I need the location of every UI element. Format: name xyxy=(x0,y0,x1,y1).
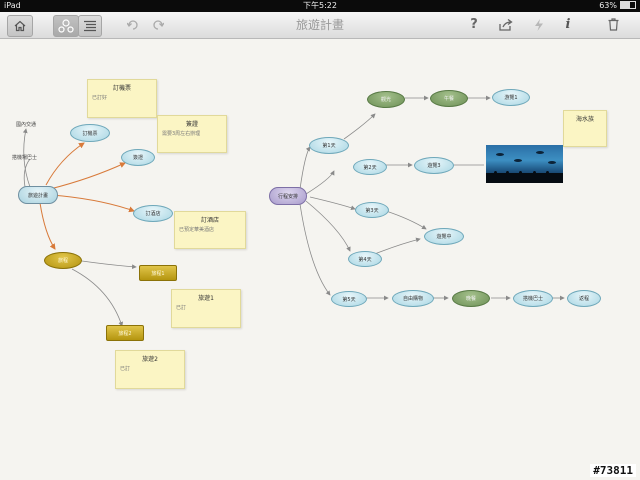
note-visa[interactable]: 簽證 需要3周左右辦理 xyxy=(157,115,227,153)
node-leg1[interactable]: 旅程1 xyxy=(139,265,177,281)
note-title: 旅遊1 xyxy=(198,295,214,302)
node-ticket[interactable]: 訂機票 xyxy=(70,124,110,142)
link-root-day2 xyxy=(305,170,335,195)
info-button[interactable]: i xyxy=(562,15,574,35)
style-button[interactable] xyxy=(532,15,546,35)
node-d2-a[interactable]: 遊覽3 xyxy=(414,157,454,174)
help-button[interactable]: ? xyxy=(470,17,478,32)
node-day5[interactable]: 第5天 xyxy=(331,291,367,307)
node-hotel[interactable]: 訂酒店 xyxy=(133,205,173,222)
link-root-day4 xyxy=(305,200,351,252)
aquarium-photo[interactable] xyxy=(486,145,563,183)
note-body: 已訂 xyxy=(176,305,187,311)
note-body: 已預定華美酒店 xyxy=(179,227,215,233)
fish-shape xyxy=(536,151,544,154)
link-root-transport xyxy=(22,128,31,188)
lightning-icon xyxy=(535,19,543,31)
node-d5-d[interactable]: 返程 xyxy=(567,290,601,307)
link-root-day1 xyxy=(299,146,311,190)
battery-percent: 63% xyxy=(599,1,617,10)
clock: 下午5:22 xyxy=(303,1,337,10)
node-d5-b[interactable]: 晚餐 xyxy=(452,290,490,307)
note-leg1[interactable]: 旅遊1 已訂 xyxy=(171,289,241,328)
outline-view-button[interactable] xyxy=(78,15,102,37)
mindmap-view-button[interactable] xyxy=(53,15,79,37)
node-d5-a[interactable]: 自由購物 xyxy=(392,290,434,307)
link-day3-d4a xyxy=(385,210,427,230)
link-root-ticket xyxy=(45,142,85,186)
link-day1-a xyxy=(343,113,376,140)
share-icon xyxy=(499,18,513,31)
undo-button[interactable] xyxy=(125,15,141,35)
battery-icon xyxy=(620,0,636,9)
node-d1-a[interactable]: 觀光 xyxy=(367,91,405,108)
device-label: iPad xyxy=(4,1,21,10)
status-bar: iPad 下午5:22 63% xyxy=(0,0,640,12)
node-day2[interactable]: 第2天 xyxy=(353,159,387,175)
home-button[interactable] xyxy=(7,15,33,37)
note-body: 已訂好 xyxy=(92,95,108,101)
link-root-visa xyxy=(49,162,126,190)
redo-button[interactable] xyxy=(150,15,166,35)
node-d4-a[interactable]: 遊覽中 xyxy=(424,228,464,245)
note-ticket[interactable]: 訂機票 已訂好 xyxy=(87,79,157,118)
link-root-airportbus xyxy=(23,158,31,188)
node-day3[interactable]: 第3天 xyxy=(355,202,389,218)
home-icon xyxy=(14,20,26,32)
node-airport-bus[interactable]: 搭機場巴士 xyxy=(12,155,38,161)
node-day1[interactable]: 第1天 xyxy=(309,137,349,154)
battery-indicator: 63% xyxy=(599,0,636,12)
fish-shape xyxy=(548,161,556,164)
note-leg2[interactable]: 旅遊2 已訂 xyxy=(115,350,185,389)
node-trip[interactable]: 旅程 xyxy=(44,252,82,269)
link-day4-d4a xyxy=(371,237,421,256)
link-trip-leg1 xyxy=(81,260,137,270)
link-root-day5 xyxy=(299,203,331,296)
note-title: 海水族 xyxy=(575,116,594,123)
link-root-trip xyxy=(39,202,56,250)
mindmap-icon xyxy=(58,19,74,33)
right-root-node[interactable]: 行程安排 xyxy=(269,187,307,205)
node-transport[interactable]: 國內交通 xyxy=(16,122,37,128)
redo-icon xyxy=(153,20,165,30)
node-visa[interactable]: 簽證 xyxy=(121,149,155,166)
note-aquarium[interactable]: 海水族 xyxy=(563,110,607,147)
mindmap-canvas[interactable]: 旅遊計畫 訂機票 簽證 訂酒店 國內交通 搭機場巴士 旅程 旅程1 旅程2 訂機… xyxy=(0,39,640,480)
undo-icon xyxy=(126,20,138,30)
node-d1-c[interactable]: 游覽1 xyxy=(492,89,530,106)
left-root-node[interactable]: 旅遊計畫 xyxy=(18,186,58,204)
node-leg2[interactable]: 旅程2 xyxy=(106,325,144,341)
note-hotel[interactable]: 訂酒店 已預定華美酒店 xyxy=(174,211,246,249)
fish-shape xyxy=(496,153,504,156)
crowd-silhouette xyxy=(486,173,563,183)
outline-icon xyxy=(84,20,96,32)
watermark: #73811 xyxy=(590,464,636,477)
link-root-day3 xyxy=(309,196,356,211)
node-d5-c[interactable]: 搭機巴士 xyxy=(513,290,553,307)
note-title: 簽證 xyxy=(185,121,198,128)
trash-icon xyxy=(608,18,618,31)
share-button[interactable] xyxy=(497,15,515,35)
trash-button[interactable] xyxy=(606,15,620,35)
note-title: 訂機票 xyxy=(112,85,131,92)
node-d1-b[interactable]: 午餐 xyxy=(430,90,468,107)
note-body: 需要3周左右辦理 xyxy=(162,131,201,137)
info-icon: i xyxy=(565,17,571,32)
fish-shape xyxy=(514,159,522,162)
note-body: 已訂 xyxy=(120,366,131,372)
connector-layer xyxy=(22,95,565,327)
toolbar: ? i xyxy=(0,12,640,39)
note-title: 旅遊2 xyxy=(142,356,158,363)
note-title: 訂酒店 xyxy=(200,217,219,224)
node-day4[interactable]: 第4天 xyxy=(348,251,382,267)
link-root-hotel xyxy=(51,194,135,213)
link-trip-leg2 xyxy=(71,268,124,327)
